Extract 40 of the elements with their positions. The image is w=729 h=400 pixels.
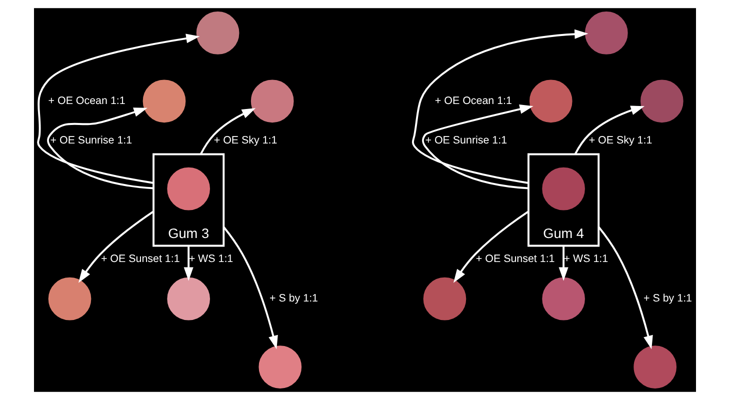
node-circle [166, 277, 210, 320]
node-circle [258, 346, 302, 388]
node-circle [528, 80, 572, 123]
edge-label: + OE Sunrise 1:1 [424, 134, 507, 146]
node-circle [542, 277, 584, 320]
node-circle [48, 277, 91, 320]
arrow [412, 29, 588, 184]
arrow [222, 226, 278, 350]
edge-label: + S by 1:1 [643, 292, 692, 305]
node-circle [584, 12, 628, 54]
cluster: Gum 3 [152, 153, 224, 247]
arrow [199, 108, 256, 155]
node-circle [142, 80, 186, 123]
arrow [78, 210, 154, 283]
edge-label: + OE Sunrise 1:1 [50, 134, 132, 146]
arrow [558, 246, 568, 281]
arrow [36, 34, 200, 184]
edge-label: + WS 1:1 [563, 253, 608, 266]
edge-label: + OE Sky 1:1 [588, 134, 652, 146]
node-circle [196, 12, 239, 54]
edge-label: + OE Ocean 1:1 [48, 94, 125, 107]
node-circle [250, 80, 294, 123]
node-circle [166, 167, 210, 210]
arrow [597, 226, 652, 350]
arrow [421, 104, 533, 190]
node-circle [633, 346, 676, 388]
edge-label: + OE Sunset 1:1 [475, 253, 554, 266]
cluster: Gum 4 [527, 153, 600, 247]
edge-label: + OE Sunset 1:1 [100, 253, 180, 266]
node-circle [542, 167, 584, 210]
node-circle [640, 80, 683, 123]
arrow [46, 108, 154, 190]
arrow [574, 106, 644, 155]
node-circle [422, 277, 466, 320]
arrow [452, 210, 529, 283]
arrow [183, 246, 193, 281]
edge-label: + S by 1:1 [269, 292, 318, 305]
edge-label: + OE Sky 1:1 [213, 134, 277, 146]
edge-label: + OE Ocean 1:1 [434, 94, 512, 107]
edge-label: + WS 1:1 [188, 253, 233, 266]
